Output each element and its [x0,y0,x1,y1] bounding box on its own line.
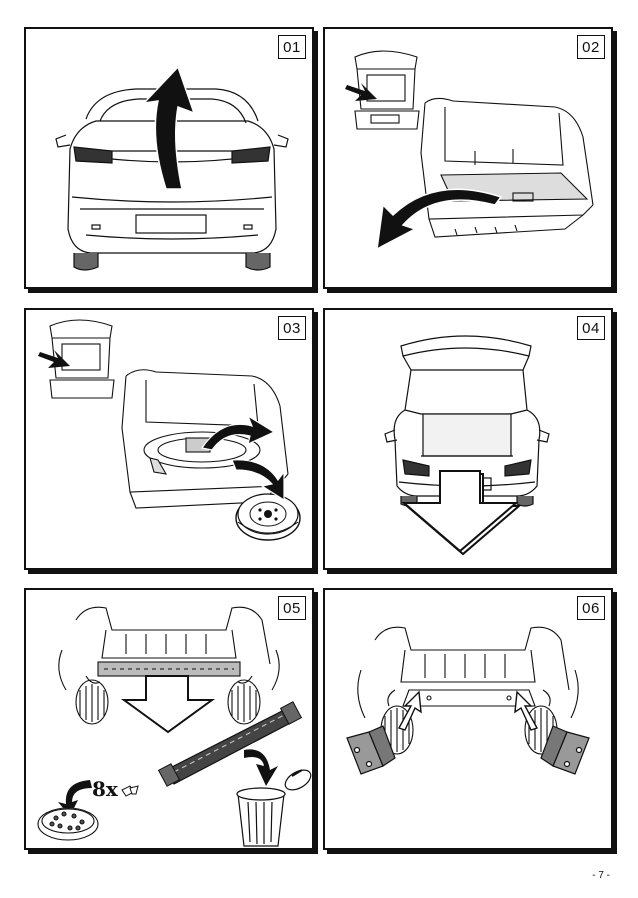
step-panel-02: 02 [323,27,613,289]
bolt-tray-icon [37,807,99,841]
trunk-floor-removal-illustration [345,50,594,251]
left-mount-arrow-icon [397,690,422,731]
right-mount-arrow-icon [514,690,539,731]
step-panel-01: 01 [24,27,314,289]
spare-wheel-icon [235,493,301,541]
step-number: 02 [577,35,605,59]
towbar-brackets-illustration [346,626,590,775]
pointer-arrow-icon [38,350,70,368]
car-open-tailgate-illustration [384,335,550,556]
step-number: 06 [577,596,605,620]
removed-crash-beam-icon [157,701,303,787]
bolt-icon [121,785,139,797]
step-panel-04: 04 [323,308,613,570]
store-bolts-arrow-icon [58,780,92,816]
left-bracket-icon [346,725,396,775]
take-out-wheel-arrow-icon [231,459,285,502]
open-tailgate-arrow-icon [141,65,196,190]
page-number: - 7 - [592,870,610,881]
step-panel-06: 06 [323,588,613,850]
step-number: 01 [278,35,306,59]
pointer-arrow-icon [345,83,377,101]
spare-wheel-removal-illustration [38,319,301,541]
waste-bin-icon [236,769,312,847]
step-number: 05 [278,596,306,620]
right-bracket-icon [540,725,590,775]
step-number: 04 [577,316,605,340]
step-panel-03: 03 [24,308,314,570]
bolt-quantity: 8x [92,777,119,801]
step-number: 03 [278,316,306,340]
lower-beam-arrow-icon [120,675,216,734]
lift-wheel-arrow-icon [201,414,276,451]
car-rear-view-illustration [55,65,289,271]
step-panel-05: 05 [24,588,314,850]
crash-beam-removal-illustration: 8x [37,606,312,847]
dispose-arrow-icon [244,749,278,786]
remove-floor-arrow-icon [376,188,503,251]
